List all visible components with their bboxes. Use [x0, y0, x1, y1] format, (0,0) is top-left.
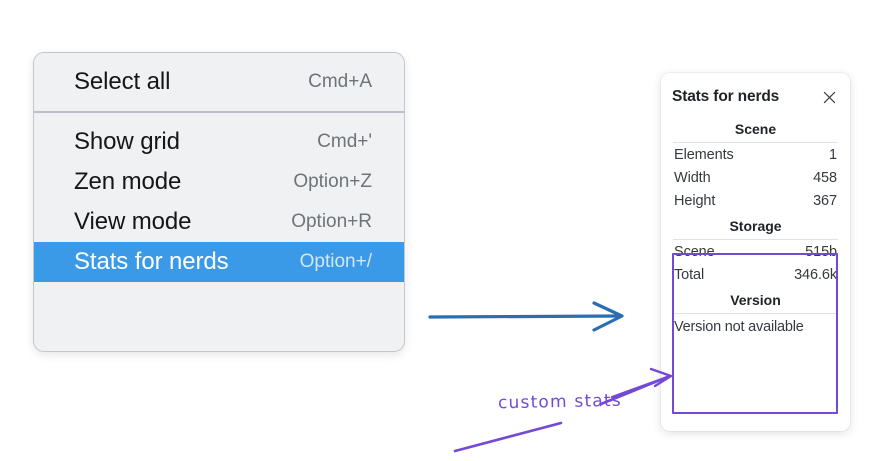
menu-item-show-grid[interactable]: Show grid Cmd+': [34, 122, 404, 162]
menu-item-shortcut: Option+R: [291, 211, 372, 232]
stat-value: 458: [813, 170, 837, 186]
stat-row-scene-storage: Scene 515b: [672, 240, 839, 263]
panel-header: Stats for nerds: [672, 73, 839, 115]
menu-item-select-all[interactable]: Select all Cmd+A: [34, 62, 404, 102]
menu-separator: [34, 111, 404, 113]
menu-item-zen-mode[interactable]: Zen mode Option+Z: [34, 162, 404, 202]
section-heading: Storage: [729, 218, 782, 234]
section-heading: Version: [730, 292, 781, 308]
stat-row-total-storage: Total 346.6k: [672, 263, 839, 286]
stat-value: 515b: [805, 244, 837, 260]
menu-item-label: Zen mode: [74, 168, 182, 195]
section-divider: [673, 313, 838, 314]
menu-item-label: Show grid: [74, 128, 180, 155]
menu-item-label: View mode: [74, 208, 192, 235]
menu-item-shortcut: Cmd+A: [308, 71, 372, 92]
stat-key: Scene: [674, 244, 715, 260]
stats-for-nerds-panel[interactable]: Stats for nerds Scene Elements 1 Width 4…: [661, 73, 850, 431]
menu-item-stats-for-nerds[interactable]: Stats for nerds Option+/: [34, 242, 404, 282]
menu-group-1: Select all Cmd+A: [34, 53, 404, 111]
stat-key: Total: [674, 267, 705, 283]
close-icon[interactable]: [821, 89, 838, 106]
stat-key: Width: [674, 170, 711, 186]
menu-item-shortcut: Cmd+': [317, 131, 372, 152]
annotation-label-custom-stats: custom stats: [497, 390, 623, 414]
version-value: Version not available: [674, 319, 804, 335]
blue-pointer-arrow: [428, 301, 624, 332]
stat-value: 346.6k: [794, 267, 837, 283]
section-divider: [673, 142, 838, 143]
section-divider: [673, 239, 838, 240]
stat-key: Elements: [674, 147, 734, 163]
menu-item-label: Select all: [74, 68, 171, 95]
menu-item-shortcut: Option+Z: [293, 171, 372, 192]
menu-item-label: Stats for nerds: [74, 248, 229, 275]
menu-item-shortcut: Option+/: [299, 251, 372, 272]
stat-key: Height: [674, 193, 716, 209]
menu-item-view-mode[interactable]: View mode Option+R: [34, 202, 404, 242]
stat-row-height: Height 367: [672, 189, 839, 212]
stat-row-width: Width 458: [672, 166, 839, 189]
panel-section-version: Version Version not available: [672, 286, 839, 338]
stat-value: 1: [829, 147, 837, 163]
menu-group-2: Show grid Cmd+' Zen mode Option+Z View m…: [34, 113, 404, 291]
section-heading: Scene: [734, 121, 777, 137]
purple-underline-stroke: [453, 421, 563, 453]
panel-title: Stats for nerds: [672, 88, 780, 105]
panel-section-storage: Storage Scene 515b Total 346.6k: [672, 212, 839, 286]
stat-value: 367: [813, 193, 837, 209]
panel-section-scene: Scene Elements 1 Width 458 Height 367: [672, 115, 839, 212]
canvas-context-menu[interactable]: Select all Cmd+A Show grid Cmd+' Zen mod…: [33, 52, 405, 352]
stat-row-elements: Elements 1: [672, 143, 839, 166]
